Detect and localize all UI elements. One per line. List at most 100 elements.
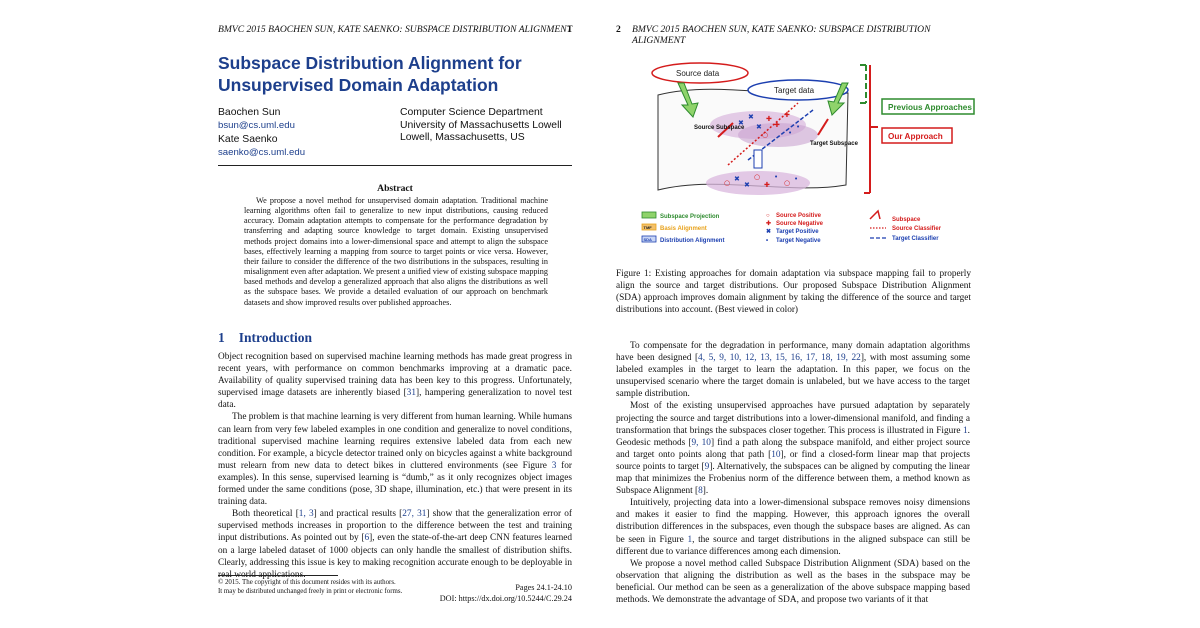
svg-text:✖: ✖ (748, 113, 754, 121)
paragraph: The problem is that machine learning is … (218, 412, 572, 508)
source-subspace-label: Source Subspace (694, 125, 745, 131)
figure-1-caption: Figure 1: Existing approaches for domain… (616, 269, 971, 315)
target-distribution-ellipse (738, 123, 818, 147)
page-number-right: 2 (616, 24, 621, 35)
figure-1-diagram: Source data Target data ✖✖✖ ✚✚✚ ••○ ✖✖○ … (641, 62, 975, 244)
author-name: Kate Saenko (218, 134, 278, 146)
distribution-alignment-swatch (641, 235, 657, 243)
svg-text:✖: ✖ (766, 228, 771, 235)
svg-text:✚: ✚ (784, 111, 790, 119)
footnote-rule (218, 575, 338, 576)
page-number-left: 1 (567, 24, 572, 35)
svg-text:✚: ✚ (764, 181, 770, 189)
our-approach-box (881, 127, 953, 144)
paragraph: Object recognition based on supervised m… (218, 352, 572, 411)
title-line-2: Unsupervised Domain Adaptation (218, 75, 499, 95)
svg-text:Source Positive: Source Positive (776, 213, 822, 219)
citation-link[interactable]: 8 (698, 486, 703, 497)
citation-link[interactable]: 9 (704, 461, 710, 472)
svg-text:Basis Alignment: Basis Alignment (660, 226, 707, 232)
svg-text:Distribution Alignment: Distribution Alignment (660, 238, 724, 244)
svg-text:Source Negative: Source Negative (776, 221, 824, 227)
subspace-projection-arrow (677, 82, 699, 118)
citation-link[interactable]: 6 (364, 533, 370, 544)
svg-text:Target Classifier: Target Classifier (892, 236, 939, 242)
data-points: ✖✖✖ ✚✚✚ ••○ ✖✖○ ✚•○ •○ (724, 111, 800, 189)
paper-title: Subspace Distribution Alignment for Unsu… (218, 52, 572, 96)
svg-text:✚: ✚ (766, 220, 771, 227)
title-line-1: Subspace Distribution Alignment for (218, 53, 522, 73)
author-email[interactable]: bsun@cs.uml.edu (218, 119, 295, 131)
citation-link[interactable]: 27, 31 (402, 509, 427, 520)
svg-text:SDA: SDA (644, 237, 653, 242)
section-number: 1 (218, 330, 225, 345)
paragraph: Most of the existing unsupervised approa… (616, 401, 971, 497)
aligned-distribution-ellipse (706, 171, 810, 195)
svg-text:○: ○ (784, 179, 790, 187)
citation-link[interactable]: 10 (771, 449, 781, 460)
author-email[interactable]: saenko@cs.uml.edu (218, 146, 306, 158)
abstract-text: We propose a novel method for unsupervis… (244, 196, 548, 307)
section-title: Introduction (238, 330, 313, 345)
copyright-footnote: © 2015. The copyright of this document r… (218, 579, 403, 596)
header-rule (218, 165, 572, 166)
svg-text:✖: ✖ (756, 123, 762, 131)
author-block: Baochen Sun bsun@cs.uml.edu Kate Saenko … (218, 107, 305, 159)
subspace-arrow (817, 118, 829, 136)
target-data-label: Target data (774, 86, 815, 95)
subspace-projection-arrow (827, 82, 849, 116)
citation-link[interactable]: 4, 5, 9, 10, 12, 13, 15, 16, 17, 18, 19,… (698, 353, 861, 364)
figure-legend: Subspace Projection TMF Basis Alignment … (641, 209, 942, 244)
source-classifier-line (727, 102, 799, 166)
svg-text:•: • (796, 123, 800, 131)
figure-link[interactable]: 1 (687, 534, 693, 545)
author-name: Baochen Sun (218, 107, 281, 118)
citation-link[interactable]: 1, 3 (298, 509, 314, 520)
paragraph: Both theoretical [1, 3] and practical re… (218, 509, 572, 580)
paragraph: We propose a novel method called Subspac… (616, 558, 970, 605)
right-body: To compensate for the degradation in per… (616, 340, 970, 606)
svg-text:•: • (788, 129, 792, 137)
svg-text:Subspace Projection: Subspace Projection (660, 214, 720, 220)
page-range-doi: Pages 24.1-24.10 DOI: https://dx.doi.org… (440, 583, 572, 605)
figure-link[interactable]: 1 (963, 425, 968, 436)
svg-text:✖: ✖ (744, 181, 750, 189)
paragraph: To compensate for the degradation in per… (616, 341, 971, 400)
svg-text:○: ○ (754, 173, 760, 181)
source-data-label: Source data (676, 69, 720, 78)
svg-text:○: ○ (766, 213, 770, 219)
source-data-cloud (651, 62, 749, 84)
svg-text:Target Negative: Target Negative (776, 238, 821, 244)
right-page: 2 BMVC 2015 BAOCHEN SUN, KATE SAENKO: SU… (616, 0, 975, 628)
subspace-arrow (717, 122, 734, 138)
page-range: Pages 24.1-24.10 (515, 583, 572, 592)
subspace-projection-swatch (641, 211, 657, 219)
abstract-heading: Abstract (377, 183, 413, 194)
figure-link[interactable]: 3 (551, 460, 557, 471)
svg-text:TMF: TMF (644, 225, 653, 230)
target-data-cloud (747, 79, 849, 101)
previous-approaches-box (881, 98, 975, 115)
running-head-left: BMVC 2015 BAOCHEN SUN, KATE SAENKO: SUBS… (218, 24, 572, 35)
svg-text:Source Classifier: Source Classifier (892, 226, 942, 232)
intro-body: Object recognition based on supervised m… (218, 351, 572, 581)
svg-text:○: ○ (724, 179, 730, 187)
svg-text:✖: ✖ (734, 175, 740, 183)
our-approach-label: Our Approach (888, 132, 943, 141)
svg-text:○: ○ (762, 131, 768, 139)
svg-text:✚: ✚ (774, 121, 780, 129)
citation-link[interactable]: 31 (406, 388, 416, 399)
svg-text:✚: ✚ (766, 115, 772, 123)
section-heading-introduction: 1 Introduction (218, 330, 312, 346)
left-page: BMVC 2015 BAOCHEN SUN, KATE SAENKO: SUBS… (218, 0, 572, 628)
svg-text:•: • (766, 238, 768, 244)
citation-link[interactable]: 9, 10 (691, 437, 711, 448)
affiliation-block: Computer Science Department University o… (400, 107, 562, 144)
doi[interactable]: DOI: https://dx.doi.org/10.5244/C.29.24 (439, 593, 572, 603)
svg-text:Subspace: Subspace (892, 217, 921, 223)
target-subspace-label: Target Subspace (810, 141, 859, 147)
basis-alignment-swatch (641, 223, 657, 231)
svg-text:Target Positive: Target Positive (776, 229, 819, 235)
svg-text:•: • (794, 175, 798, 183)
svg-text:✖: ✖ (738, 119, 744, 127)
